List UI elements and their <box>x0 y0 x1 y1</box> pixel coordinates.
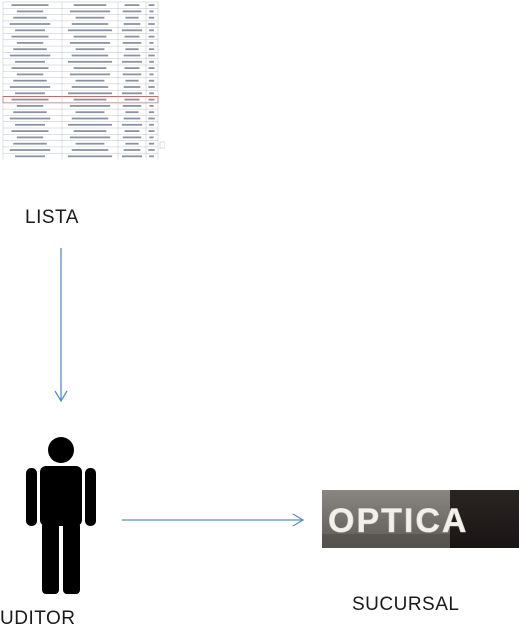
document-table-row <box>3 83 158 88</box>
document-table-row <box>3 89 158 95</box>
lista-label: LISTA <box>25 207 79 228</box>
document-table-row <box>3 39 158 44</box>
lista-document <box>0 0 165 160</box>
document-table-row <box>3 14 158 19</box>
document-table-row <box>3 108 158 114</box>
document-table-row <box>3 146 158 151</box>
document-table-row <box>3 77 158 82</box>
document-table-row <box>3 45 158 51</box>
document-table-row <box>3 127 158 132</box>
auditor-label: UDITOR <box>0 608 76 629</box>
arrow-right <box>122 513 305 527</box>
document-table-row <box>3 20 158 25</box>
optica-sign-text: OPTICA <box>328 502 468 540</box>
document-table-row <box>3 52 158 57</box>
document-table-row <box>3 64 158 69</box>
document-table-row <box>3 102 158 107</box>
document-table-row <box>3 115 158 120</box>
document-table-row <box>3 71 158 76</box>
document-corner-mark <box>159 141 165 149</box>
document-table-row <box>3 152 158 158</box>
document-table-row <box>3 121 158 126</box>
document-table-row <box>3 8 158 13</box>
arrow-down <box>54 248 68 403</box>
document-table-row <box>3 140 158 145</box>
document-table-row <box>3 27 158 32</box>
sucursal-label: SUCURSAL <box>352 594 460 615</box>
document-table-row <box>3 33 158 38</box>
person-icon <box>26 437 96 594</box>
document-table-row <box>3 1 158 6</box>
document-table-row <box>3 134 158 139</box>
optica-storefront-icon: OPTICA <box>322 490 519 548</box>
document-table-row <box>3 58 158 63</box>
document-table-icon <box>0 0 165 160</box>
